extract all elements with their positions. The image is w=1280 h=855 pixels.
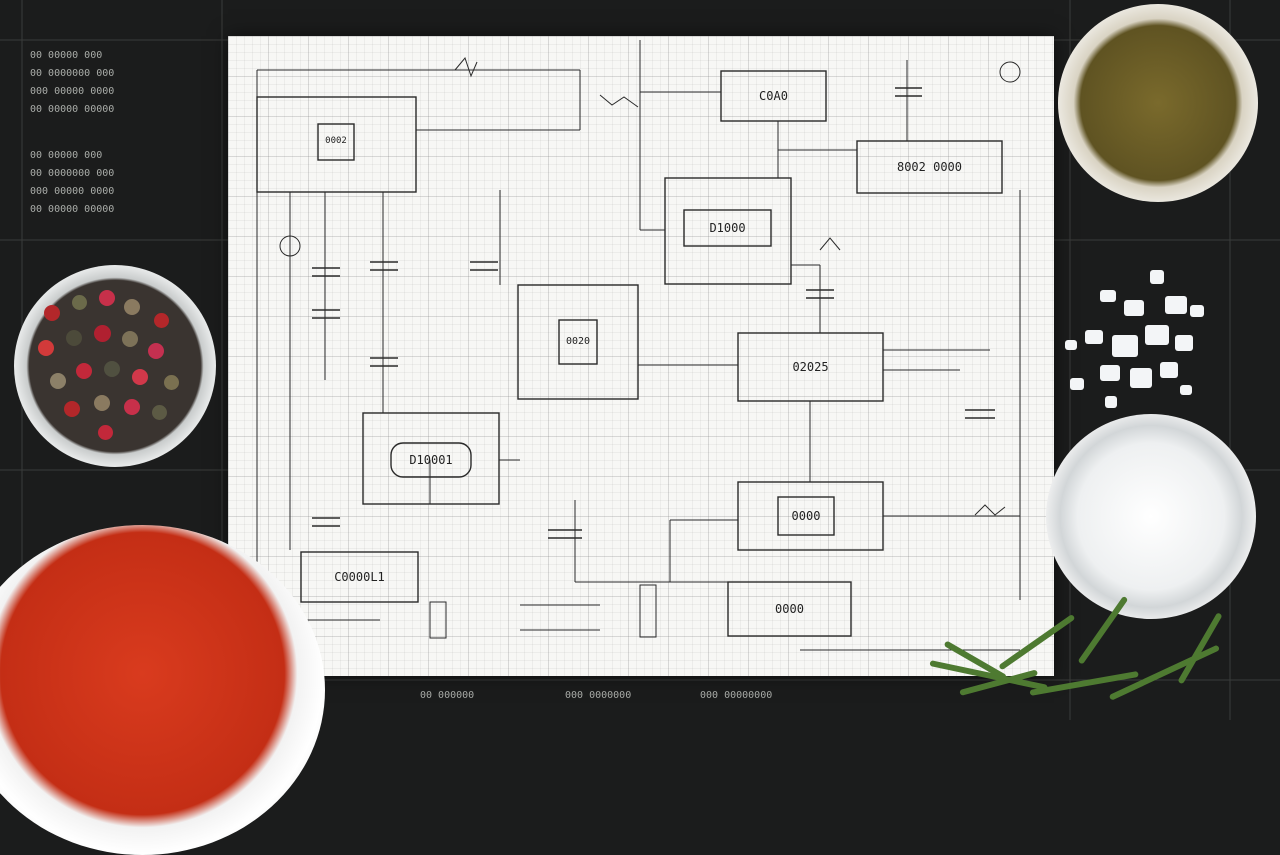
seed-spice-bowl xyxy=(1058,4,1258,202)
schematic-block xyxy=(300,551,419,603)
schematic-block xyxy=(558,319,598,365)
chalk-note: 00 0000000 000 xyxy=(30,168,115,179)
schematic-block xyxy=(362,412,500,505)
block-label: 0000 xyxy=(791,509,821,523)
schematic-block xyxy=(683,209,772,247)
chalk-note: 00 00000 00000 xyxy=(30,104,115,115)
peppercorn xyxy=(38,340,54,356)
peppercorn-bowl xyxy=(14,265,216,467)
chalk-note: 00 00000 000 xyxy=(30,150,103,161)
schematic-drawing xyxy=(256,40,1021,651)
schematic-block xyxy=(317,123,355,161)
salt-bowl xyxy=(1046,414,1256,619)
peppercorn xyxy=(94,395,110,411)
peppercorn xyxy=(122,331,138,347)
salt-crystal xyxy=(1100,365,1120,381)
peppercorn xyxy=(99,290,115,306)
block-label: D10001 xyxy=(409,453,453,467)
salt-crystal xyxy=(1065,340,1077,350)
salt-crystal xyxy=(1112,335,1138,357)
salt-crystal xyxy=(1130,368,1152,388)
peppercorn xyxy=(50,373,66,389)
chalk-note: 000 00000 0000 xyxy=(30,186,115,197)
salt-crystal xyxy=(1160,362,1178,378)
salt-crystal xyxy=(1175,335,1193,351)
chalk-note: 00 000000 xyxy=(420,690,475,701)
peppercorn xyxy=(66,330,82,346)
peppercorn xyxy=(76,363,92,379)
salt-crystal xyxy=(1180,385,1192,395)
chalk-note: 000 00000000 xyxy=(700,690,773,701)
schematic-block xyxy=(390,442,472,478)
peppercorn xyxy=(132,369,148,385)
peppercorn xyxy=(94,325,111,342)
chalk-note: 000 00000 0000 xyxy=(30,86,115,97)
salt-crystal xyxy=(1085,330,1103,344)
peppercorn xyxy=(72,295,87,310)
peppercorn xyxy=(124,299,140,315)
salt-crystal xyxy=(1124,300,1144,316)
peppercorn xyxy=(104,361,120,377)
peppercorn xyxy=(98,425,113,440)
peppercorn xyxy=(44,305,60,321)
peppercorn xyxy=(154,313,169,328)
salt-crystal xyxy=(1150,270,1164,284)
schematic-block xyxy=(856,140,1003,194)
schematic-paper xyxy=(228,36,1054,676)
peppercorn xyxy=(64,401,80,417)
block-label: C0000L1 xyxy=(334,570,385,584)
block-label: 02025 xyxy=(792,360,829,374)
chalk-note: 00 00000 00000 xyxy=(30,204,115,215)
peppercorn xyxy=(164,375,179,390)
peppercorn xyxy=(152,405,167,420)
schematic-block xyxy=(720,70,827,122)
salt-crystal xyxy=(1070,378,1084,390)
block-label: 0020 xyxy=(565,336,591,347)
salt-crystal xyxy=(1165,296,1187,314)
schematic-block xyxy=(664,177,792,285)
block-label: C0A0 xyxy=(759,89,788,103)
salt-crystal xyxy=(1190,305,1204,317)
salt-crystal xyxy=(1145,325,1169,345)
salt-crystal xyxy=(1100,290,1116,302)
peppercorn xyxy=(124,399,140,415)
schematic-block xyxy=(777,496,835,536)
peppercorn xyxy=(148,343,164,359)
schematic-block xyxy=(727,581,852,637)
chalk-note: 000 0000000 xyxy=(565,690,632,701)
block-label: 8002 0000 xyxy=(896,160,963,174)
block-label: 0002 xyxy=(325,136,347,146)
salt-crystal xyxy=(1105,396,1117,408)
block-label: D1000 xyxy=(709,221,746,235)
schematic-block xyxy=(517,284,639,400)
chalk-note: 00 00000 000 xyxy=(30,50,103,61)
chalk-note: 00 0000000 000 xyxy=(30,68,115,79)
block-label: 0000 xyxy=(775,602,804,616)
